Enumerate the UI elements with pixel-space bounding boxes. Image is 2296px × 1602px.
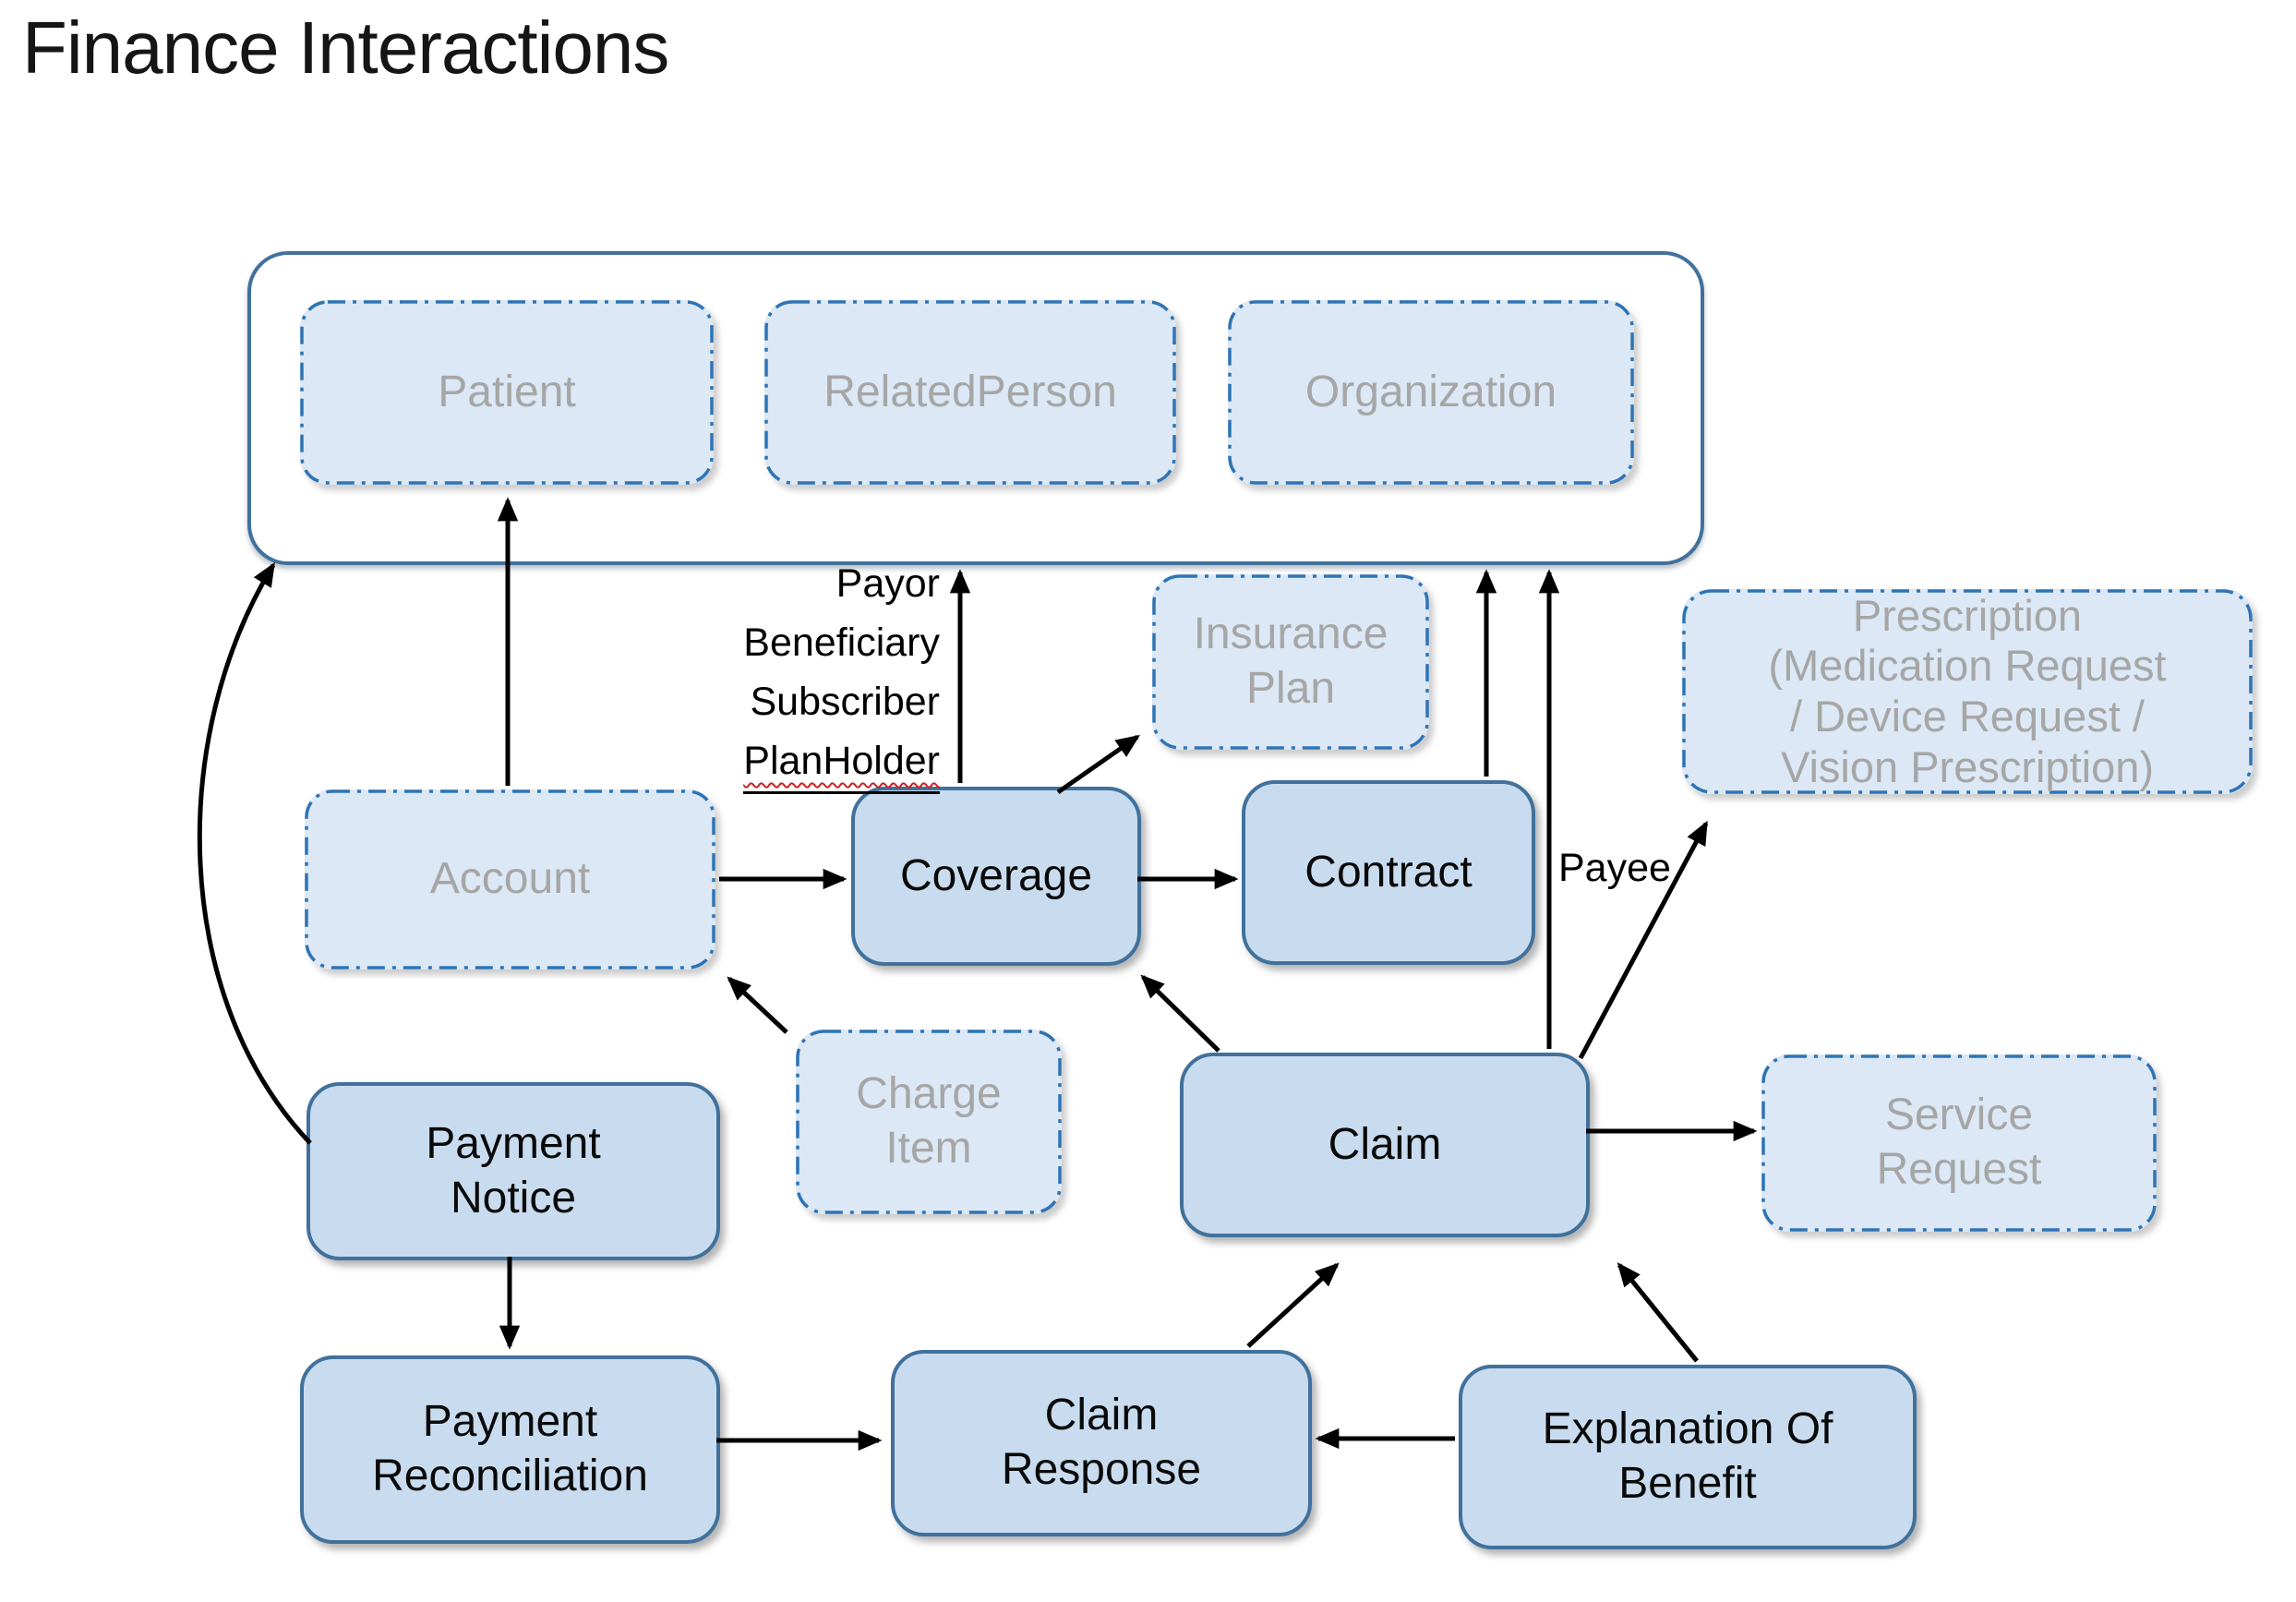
node-claim-response-label: Claim Response (1001, 1391, 1202, 1494)
dash-border (1228, 300, 1634, 485)
dash-border (300, 300, 714, 485)
node-service-request-label: Service Request (1876, 1090, 2042, 1194)
role-payor: Payor (835, 561, 940, 606)
arrow-coverage-to-insurance-plan (1056, 734, 1140, 795)
node-charge-item-label: Charge Item (856, 1069, 1002, 1173)
arrow-charge-item-to-account (727, 976, 788, 1034)
node-related-person-label: RelatedPerson (823, 367, 1117, 416)
node-payment-notice: Payment Notice (307, 1082, 720, 1260)
node-explanation-of-benefit: Explanation Of Benefit (1459, 1365, 1917, 1549)
node-related-person: RelatedPerson (764, 300, 1176, 485)
dash-border (1682, 589, 2253, 794)
node-organization-label: Organization (1304, 367, 1557, 416)
dash-border (1761, 1054, 2157, 1232)
node-contract: Contract (1242, 780, 1535, 965)
node-claim: Claim (1180, 1053, 1590, 1237)
arrow-claim-to-coverage (1140, 974, 1220, 1053)
node-explanation-of-benefit-label: Explanation Of Benefit (1542, 1404, 1833, 1508)
node-patient-label: Patient (438, 367, 576, 416)
arrow-claim-response-to-claim (1246, 1262, 1340, 1348)
node-charge-item: Charge Item (796, 1030, 1062, 1214)
node-organization: Organization (1228, 300, 1634, 485)
node-claim-label: Claim (1328, 1119, 1442, 1169)
node-patient: Patient (300, 300, 714, 485)
dash-border (1152, 574, 1429, 750)
role-subscriber: Subscriber (750, 680, 940, 724)
node-service-request: Service Request (1761, 1054, 2157, 1232)
node-insurance-plan: Insurance Plan (1152, 574, 1429, 750)
node-account-label: Account (429, 854, 591, 904)
node-contract-label: Contract (1304, 847, 1473, 897)
arrow-payment-notice-to-party-container (197, 561, 312, 1145)
page-title: Finance Interactions (22, 6, 669, 89)
coverage-role-labels: Payor Beneficiary Subscriber PlanHolder (626, 554, 940, 794)
payee-label: Payee (1558, 846, 1671, 890)
node-coverage: Coverage (851, 787, 1141, 966)
node-payment-notice-label: Payment Notice (426, 1118, 601, 1223)
role-planholder-text: PlanHolder (743, 739, 940, 783)
node-account: Account (305, 789, 715, 970)
role-beneficiary: Beneficiary (743, 620, 940, 665)
node-prescription: Prescription (Medication Request / Devic… (1682, 589, 2253, 794)
node-payment-reconciliation-label: Payment Reconciliation (372, 1397, 648, 1500)
dash-border (796, 1030, 1062, 1214)
arrow-explanation-of-benefit-to-claim (1617, 1262, 1699, 1363)
node-payment-reconciliation: Payment Reconciliation (300, 1355, 720, 1544)
node-coverage-label: Coverage (899, 850, 1093, 900)
role-planholder: PlanHolder (626, 731, 940, 794)
node-prescription-label: Prescription (Medication Request / Devic… (1768, 590, 2167, 791)
node-insurance-plan-label: Insurance Plan (1193, 609, 1388, 713)
node-claim-response: Claim Response (891, 1350, 1312, 1536)
